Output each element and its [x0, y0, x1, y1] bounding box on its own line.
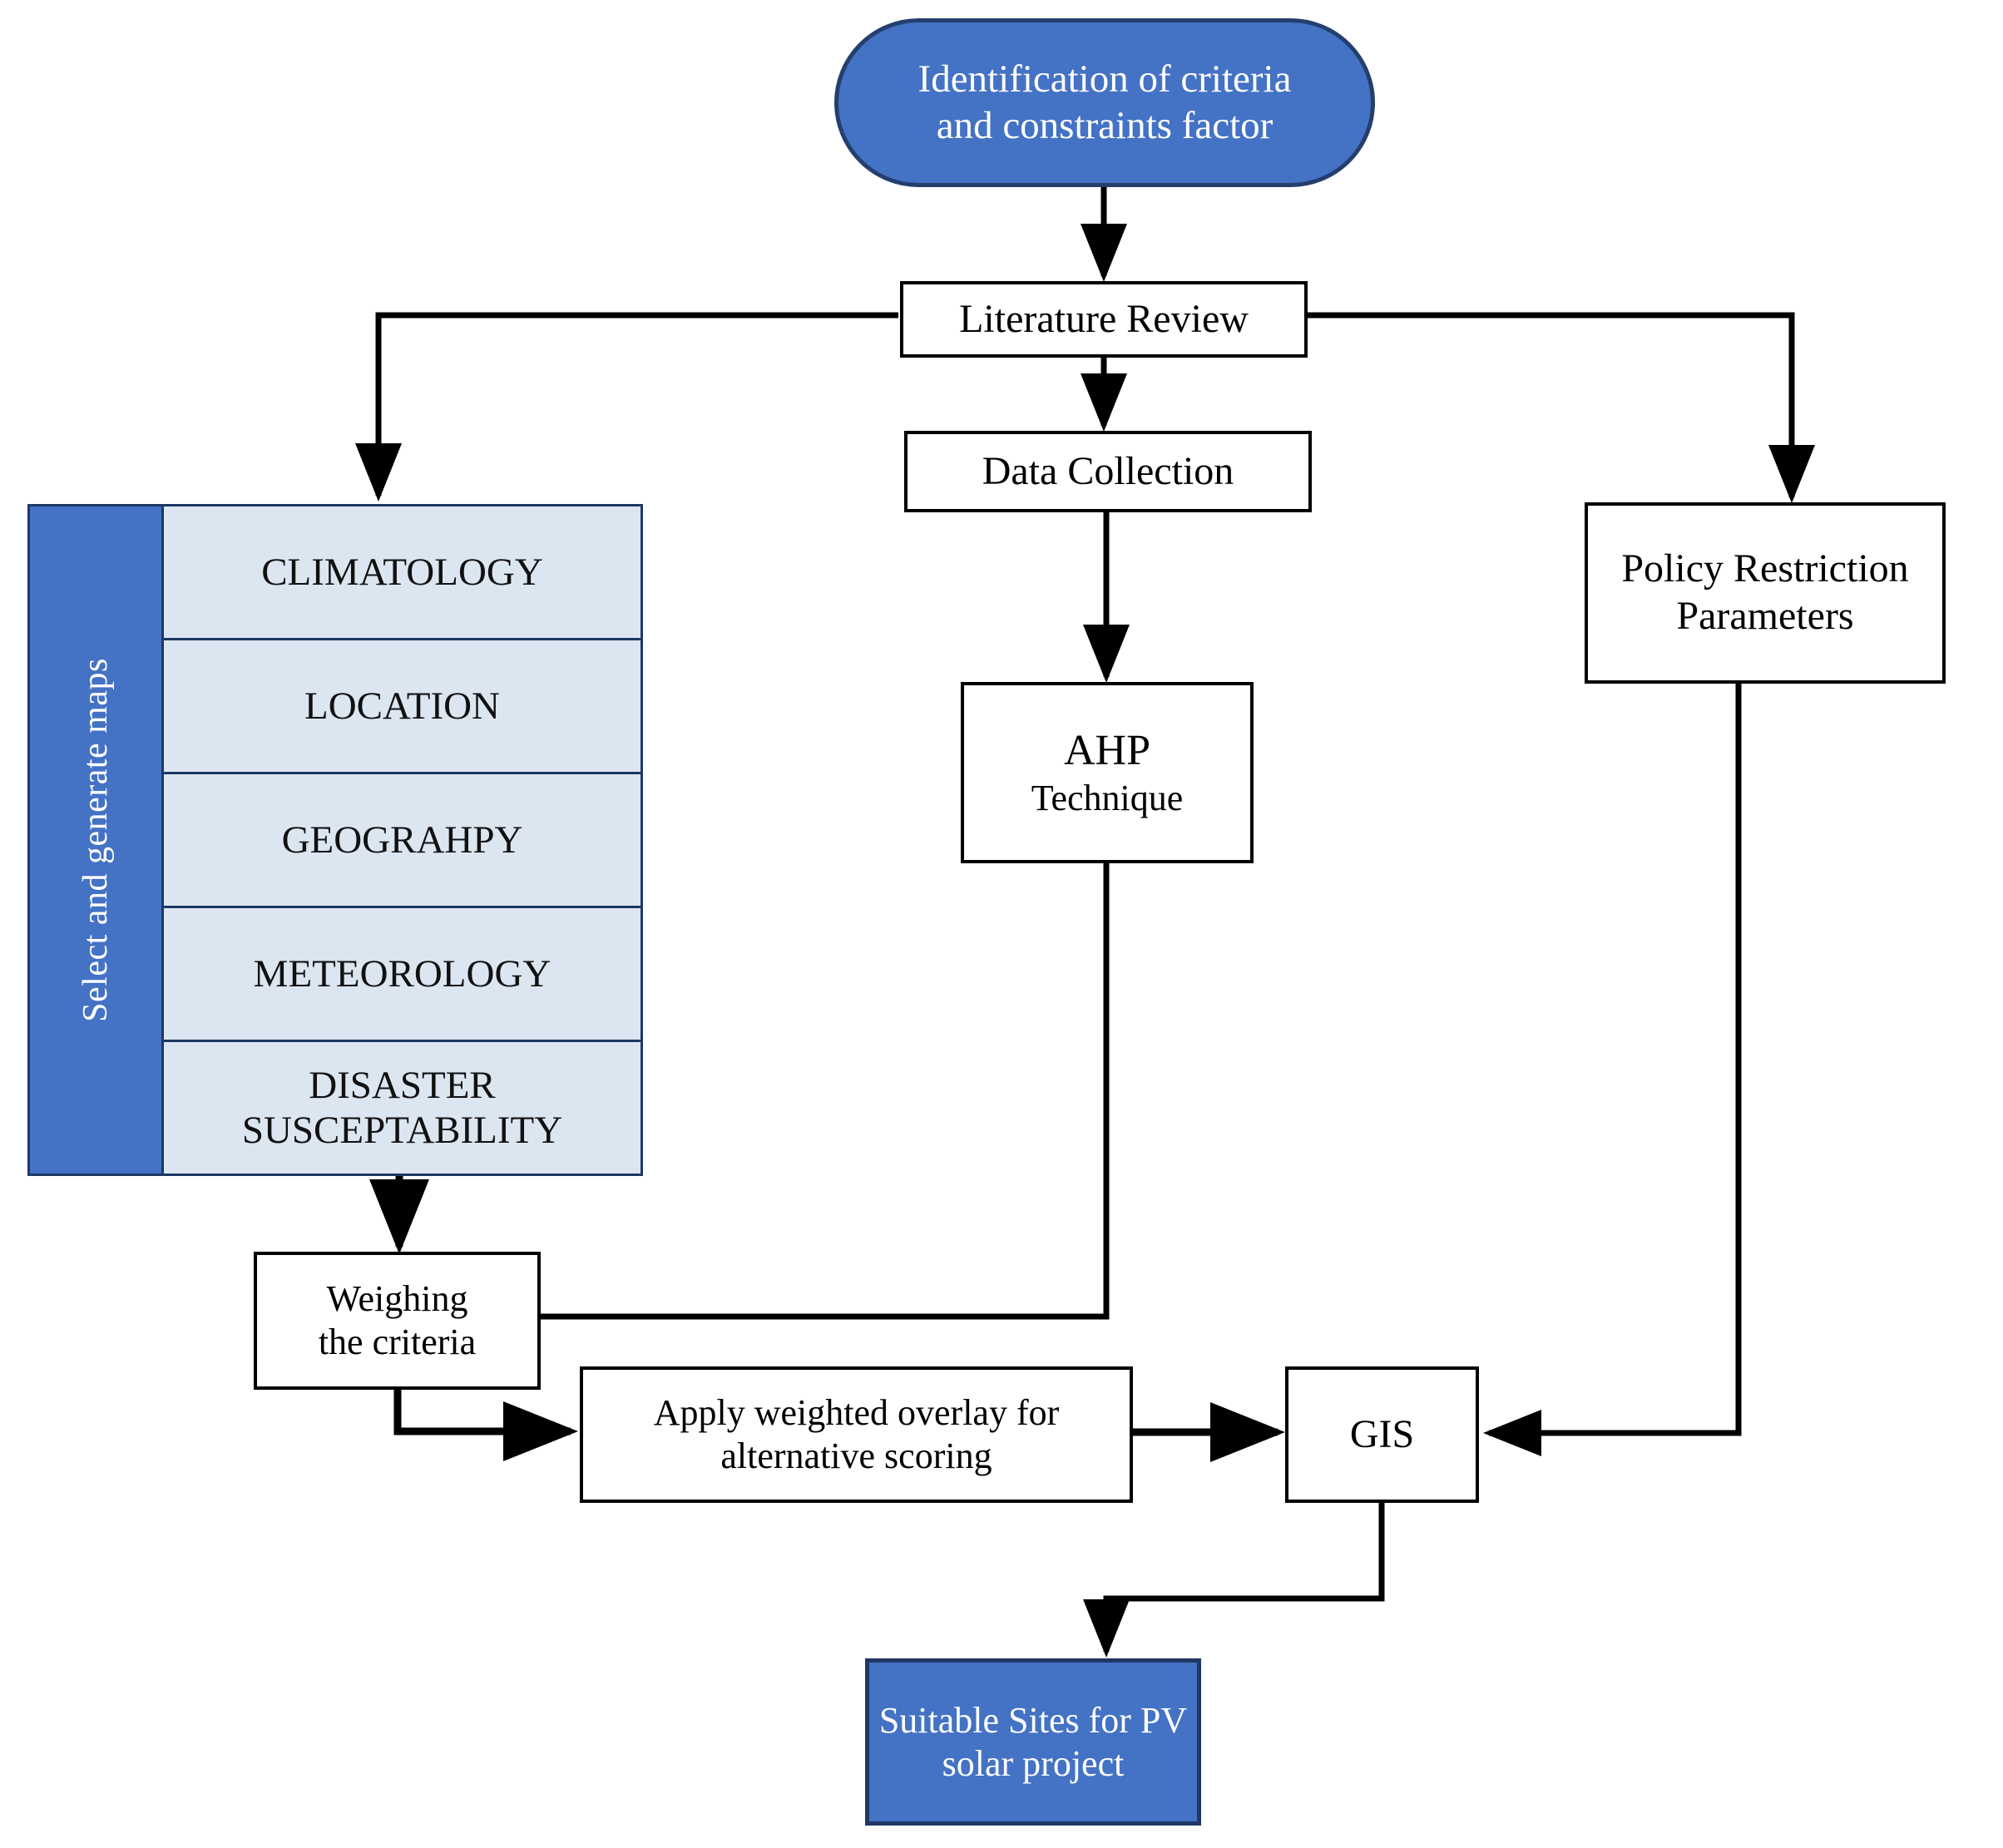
criteria-row-climatology-label: CLIMATOLOGY [261, 550, 543, 594]
node-policy-restriction-parameters[interactable]: Policy Restriction Parameters [1585, 502, 1946, 684]
node-start[interactable]: Identification of criteria and constrain… [834, 18, 1375, 187]
criteria-panel-side-label: Select and generate maps [30, 506, 164, 1174]
node-weighing-label-line2: the criteria [318, 1322, 477, 1362]
node-literature-review[interactable]: Literature Review [900, 281, 1308, 358]
criteria-row-meteorology[interactable]: METEOROLOGY [164, 908, 640, 1042]
edge-literature-review-to-criteria-panel [355, 312, 898, 502]
criteria-panel-side-label-text: Select and generate maps [77, 658, 116, 1022]
edge-weighing-to-overlay [393, 1390, 578, 1461]
node-ahp-label-line2: Technique [1031, 777, 1184, 818]
criteria-panel: Select and generate maps CLIMATOLOGY LOC… [27, 504, 643, 1176]
node-weighing-label-line1: Weighing [326, 1278, 468, 1320]
node-policy-label-line1: Policy Restriction [1621, 546, 1909, 591]
node-weighing-the-criteria[interactable]: Weighing the criteria [254, 1252, 541, 1390]
node-result-label-line1: Suitable Sites for PV [878, 1699, 1188, 1741]
node-gis[interactable]: GIS [1285, 1366, 1479, 1503]
criteria-row-geograhpy[interactable]: GEOGRAHPY [164, 774, 640, 908]
criteria-row-location[interactable]: LOCATION [164, 640, 640, 774]
node-overlay-label-line2: alternative scoring [720, 1435, 992, 1476]
edge-gis-to-result [1083, 1503, 1385, 1658]
criteria-row-disaster-susceptability[interactable]: DISASTER SUSCEPTABILITY [164, 1042, 640, 1174]
node-gis-label: GIS [1349, 1411, 1415, 1456]
node-ahp[interactable]: AHP Technique [961, 682, 1254, 863]
node-data-collection-label: Data Collection [982, 448, 1234, 493]
node-overlay-label-line1: Apply weighted overlay for [653, 1392, 1060, 1434]
criteria-row-geograhpy-label: GEOGRAHPY [281, 818, 523, 862]
node-policy-label-line2: Parameters [1676, 594, 1854, 638]
criteria-row-climatology[interactable]: CLIMATOLOGY [164, 506, 640, 640]
node-result-label-line2: solar project [942, 1742, 1125, 1784]
edge-policy-to-gis [1483, 684, 1742, 1456]
node-start-label-line2: and constraints factor [936, 103, 1274, 147]
node-start-label-line1: Identification of criteria [917, 57, 1292, 101]
criteria-row-disaster-label-line2: SUSCEPTABILITY [241, 1109, 563, 1152]
criteria-row-meteorology-label: METEOROLOGY [253, 951, 551, 996]
node-ahp-label-line1: AHP [1063, 727, 1151, 775]
node-literature-review-label: Literature Review [959, 296, 1249, 341]
edge-literature-review-to-policy [1308, 312, 1815, 503]
node-suitable-sites-result[interactable]: Suitable Sites for PV solar project [865, 1658, 1201, 1826]
node-data-collection[interactable]: Data Collection [904, 431, 1312, 512]
node-apply-weighted-overlay[interactable]: Apply weighted overlay for alternative s… [580, 1366, 1133, 1503]
criteria-row-disaster-label-line1: DISASTER [309, 1063, 496, 1107]
criteria-panel-rows: CLIMATOLOGY LOCATION GEOGRAHPY METEOROLO… [164, 506, 640, 1174]
criteria-row-location-label: LOCATION [304, 684, 500, 728]
